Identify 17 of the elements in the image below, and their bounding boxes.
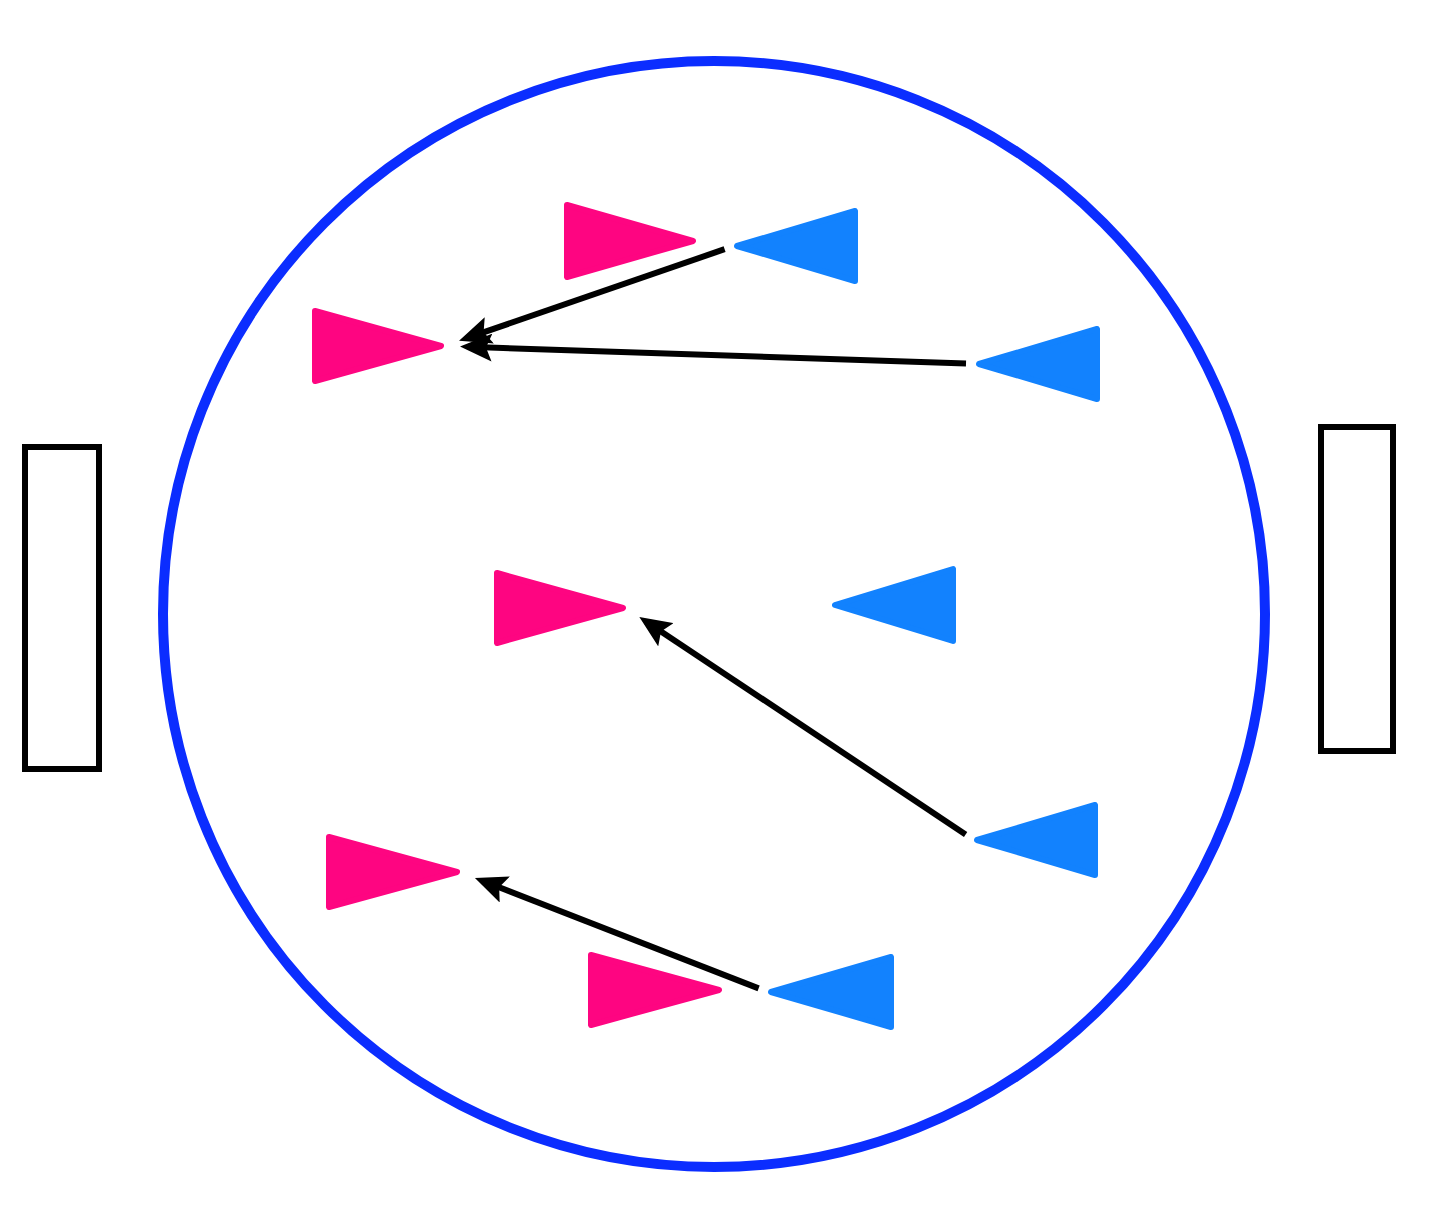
arrow	[474, 876, 760, 992]
left-pointing-triangle	[768, 954, 894, 1030]
right-pointing-triangle	[564, 202, 696, 280]
arrow	[639, 616, 968, 837]
right-pointing-triangle	[494, 570, 626, 646]
left-pointing-triangle	[734, 208, 858, 284]
arrow	[460, 333, 967, 367]
large-circle	[158, 56, 1270, 1172]
arrow	[459, 246, 726, 344]
right-pointing-triangle	[326, 834, 460, 910]
left-pointing-triangle	[832, 566, 956, 644]
outlined-rectangle	[1318, 424, 1396, 754]
left-pointing-triangle	[974, 802, 1098, 878]
left-pointing-triangle	[976, 326, 1100, 402]
outlined-rectangle	[22, 444, 102, 772]
right-pointing-triangle	[312, 308, 444, 384]
right-pointing-triangle	[588, 952, 722, 1028]
